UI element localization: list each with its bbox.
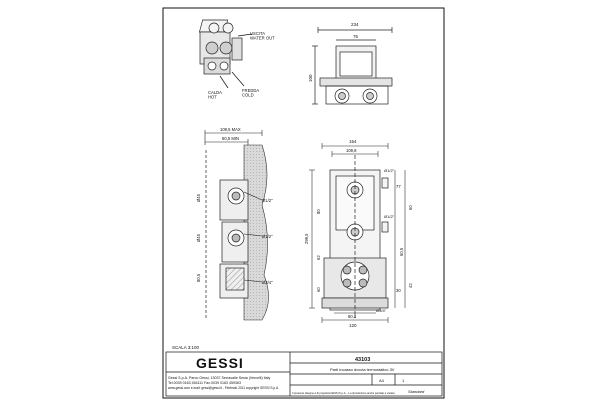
front-h5-dim: 30	[396, 288, 401, 293]
section-side-dim-3: 80,5	[196, 273, 201, 282]
front-h2-dim: 62	[316, 255, 321, 260]
section-view: 109,5 MAX 60,5 MIN Ø1/2" Ø1/2" Ø3/4" Ø45…	[196, 127, 273, 321]
front-thread-3: Ø3/4"	[376, 308, 387, 313]
section-thread-2: Ø1/2"	[262, 234, 273, 239]
front-thread-1: Ø1/2"	[384, 168, 395, 173]
front-h1-dim: 80	[316, 209, 321, 214]
section-min-dim: 60,5 MIN	[222, 136, 239, 141]
front-right1-dim: 60	[408, 205, 413, 210]
sheet-field: 1	[402, 378, 405, 383]
front-thread-2: Ø1/2"	[384, 214, 395, 219]
sheet-border	[162, 7, 445, 399]
top-inner-dim: 76	[353, 34, 359, 39]
isometric-view	[198, 19, 253, 89]
product-description: Parti incasso doccia termostatico 3V	[330, 367, 395, 372]
company-line-2: Tel.0039 0163 454111 Fax.0039 0163 45936…	[168, 381, 241, 385]
footer-notice: Il presente disegno è di proprietà GESSI…	[292, 391, 395, 395]
front-sub-dim: 109,8	[346, 148, 357, 153]
front-sub-bottom-dim: 60,8	[348, 314, 357, 319]
front-h4-dim: 60,5	[399, 247, 404, 256]
front-total-height-dim: 299,5	[304, 233, 309, 244]
title-block	[165, 351, 443, 397]
front-top-dim: 154	[349, 139, 357, 144]
standard-field: Standard	[408, 389, 425, 394]
company-line-3: www.gessi.com e-mail: gessi@gessi.it - F…	[168, 386, 279, 390]
product-code: 43103	[355, 357, 370, 363]
section-side-dim-1: Ø45	[196, 193, 201, 202]
format-field: A4	[379, 378, 385, 383]
front-right2-dim: 42	[408, 283, 413, 288]
front-h3-dim: 77	[396, 184, 401, 189]
top-height-dim: 100	[308, 74, 313, 82]
section-side-dim-2: Ø45	[196, 233, 201, 242]
section-thread-3: Ø3/4"	[262, 280, 273, 285]
section-thread-1: Ø1/2"	[262, 198, 273, 203]
top-view	[312, 27, 393, 105]
section-max-dim: 109,5 MAX	[220, 127, 241, 132]
scale-label: SCALA 3:100	[172, 345, 200, 350]
top-width-dim: 234	[351, 22, 359, 27]
company-line-1: Gessi S.p.A. Parco Gessi, 13037 Serraval…	[168, 376, 270, 380]
front-view	[321, 155, 389, 318]
front-bottom-dim: 120	[349, 323, 357, 328]
front-h6-dim: 60	[316, 287, 321, 292]
company-logo: GESSI	[196, 355, 244, 371]
front-dim-lines	[309, 143, 406, 323]
